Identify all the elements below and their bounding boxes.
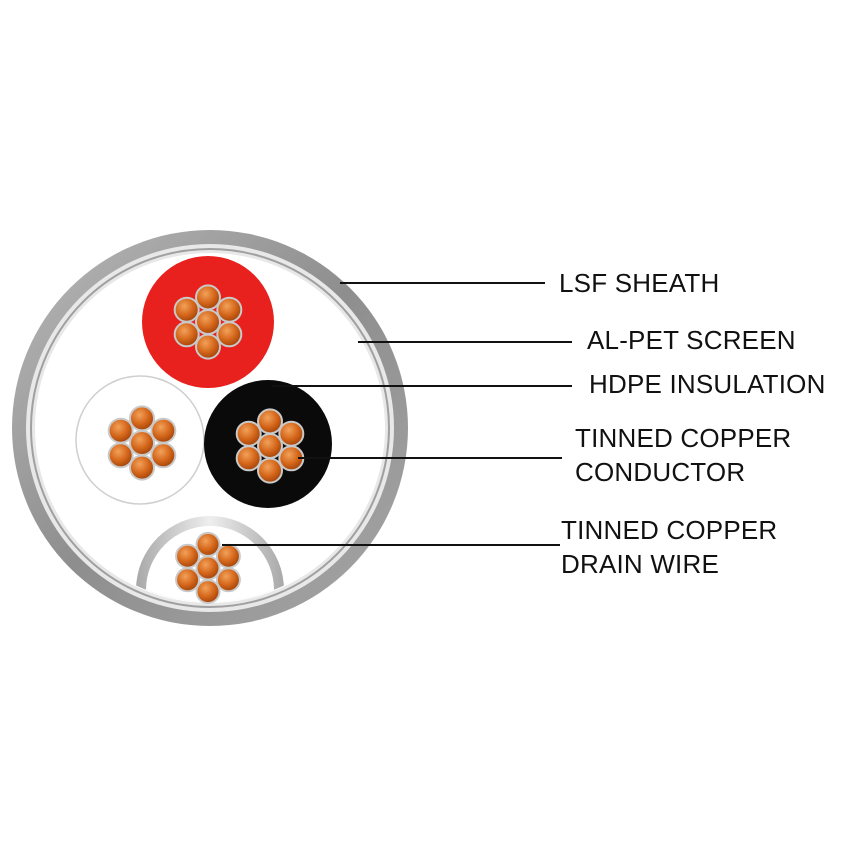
label-lsf-sheath: LSF SHEATH	[559, 268, 720, 298]
black-core-strand	[257, 433, 283, 459]
red-core-strand	[195, 333, 221, 360]
black-core-strand	[235, 420, 262, 447]
label-hdpe-insulation: HDPE INSULATION	[589, 369, 826, 399]
black-core-conductor	[235, 408, 305, 484]
white-core-strand	[129, 430, 155, 456]
white-core-strand	[150, 417, 177, 444]
black-core-strand	[235, 445, 262, 472]
black-core-strand	[257, 457, 283, 484]
red-core-strand	[195, 284, 221, 311]
drain-wire-strand	[175, 567, 201, 593]
drain-wire-strand	[215, 543, 241, 569]
red-core-strand	[195, 309, 221, 335]
label-tinned-copper-conductor: TINNED COPPER CONDUCTOR	[575, 423, 792, 487]
white-core-strand	[107, 417, 134, 444]
drain-wire-strand	[195, 531, 221, 557]
al-pet-screen-inner-edge	[30, 248, 390, 608]
drain-wire-strand	[215, 567, 241, 593]
drain-wire-conductor	[175, 531, 241, 605]
red-core-strand	[216, 321, 243, 348]
red-core-strand	[173, 321, 200, 348]
black-core-strand	[278, 420, 305, 447]
white-core-strand	[129, 405, 155, 432]
white-core-strand	[107, 442, 134, 469]
white-core-strand	[129, 454, 155, 481]
label-tinned-copper-drain-wire: TINNED COPPER DRAIN WIRE	[561, 515, 778, 579]
drain-wire-strand	[195, 579, 221, 605]
drain-wire-strand	[195, 555, 221, 581]
red-core-conductor	[173, 284, 243, 360]
drain-wire-strand	[175, 543, 201, 569]
white-core-conductor	[107, 405, 177, 481]
white-core-strand	[150, 442, 177, 469]
black-core-strand	[257, 408, 283, 435]
label-al-pet-screen: AL-PET SCREEN	[587, 325, 796, 355]
red-core-strand	[173, 296, 200, 323]
red-core-strand	[216, 296, 243, 323]
